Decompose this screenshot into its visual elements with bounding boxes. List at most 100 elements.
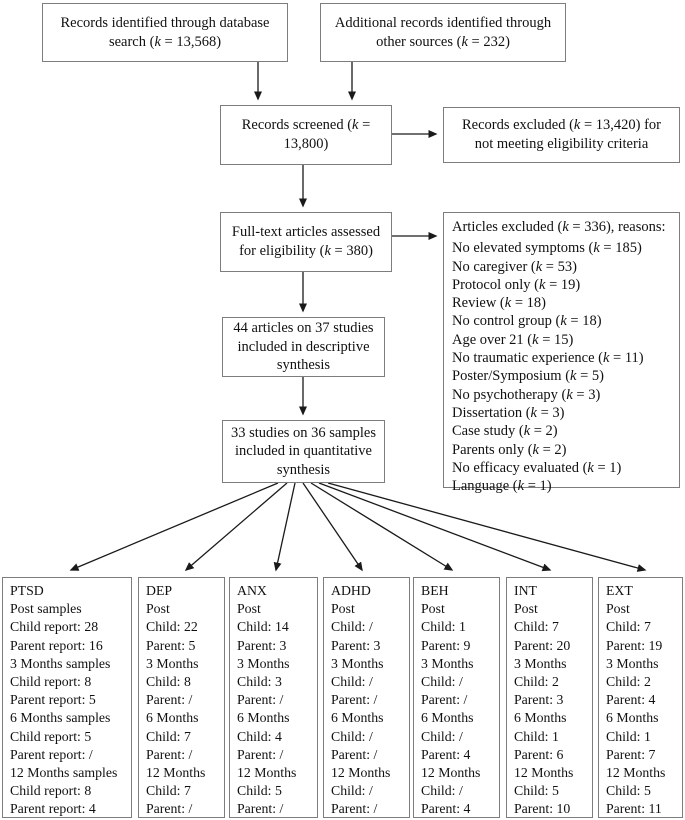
outcome-line: Child: 1: [514, 728, 559, 744]
outcome-line: Parent report: 16: [10, 637, 103, 653]
outcome-line: Parent: 3: [331, 637, 381, 653]
excluded-reason: Dissertation (k = 3): [452, 404, 565, 421]
outcome-line: Child: 5: [514, 783, 559, 799]
arrow-to-int: [318, 482, 552, 572]
outcome-line: 3 Months: [331, 655, 384, 671]
outcome-line: 12 Months: [331, 765, 391, 781]
outcome-line: Parent: 4: [421, 746, 471, 762]
outcome-line: 3 Months samples: [10, 655, 111, 671]
outcome-line: Child: 1: [421, 619, 466, 635]
outcome-line: Child: 7: [514, 619, 559, 635]
articles-excluded-reason-list: No elevated symptoms (k = 185)No caregiv…: [452, 239, 671, 495]
outcome-line: Child: 4: [237, 728, 282, 744]
outcome-line: 6 Months: [421, 710, 474, 726]
outcome-title: DEP: [146, 583, 173, 598]
outcome-line: 3 Months: [237, 655, 290, 671]
arrow-to-ptsd: [69, 482, 279, 571]
outcome-line: 12 Months: [514, 765, 574, 781]
excluded-reason: Review (k = 18): [452, 295, 546, 312]
outcome-line: Parent: 6: [514, 746, 564, 762]
box-fulltext-assessed: Full-text articles assessed for eligibil…: [220, 212, 392, 272]
outcome-line: Child: 8: [146, 674, 191, 690]
outcome-line: Child: /: [421, 728, 463, 744]
outcome-line: Child: 5: [606, 783, 651, 799]
outcome-line: 3 Months: [421, 655, 474, 671]
outcome-line: Parent: /: [237, 692, 284, 708]
excluded-reason: Parents only (k = 2): [452, 441, 567, 458]
outcome-line: Parent: 11: [606, 801, 662, 817]
outcome-line: Parent: 9: [421, 637, 471, 653]
outcome-line: Parent: /: [331, 692, 378, 708]
outcome-line: Child: 14: [237, 619, 289, 635]
outcome-line: Parent: 3: [237, 637, 287, 653]
outcome-line: 6 Months: [514, 710, 567, 726]
outcome-line: Post: [606, 601, 630, 617]
arrow-to-adhd: [302, 482, 363, 572]
outcome-line: Parent: /: [146, 801, 193, 817]
box-articles-excluded: Articles excluded (k = 336), reasons: No…: [443, 212, 680, 494]
outcome-line: 3 Months: [514, 655, 567, 671]
excluded-reason: Language (k = 1): [452, 478, 552, 495]
arrow-to-anx: [273, 482, 296, 572]
outcome-line: Post samples: [10, 601, 82, 617]
outcome-line: Parent: /: [146, 746, 193, 762]
outcome-line: Parent report: /: [10, 746, 93, 762]
excluded-reason: No caregiver (k = 53): [452, 258, 577, 275]
outcome-line: 3 Months: [146, 655, 199, 671]
box-additional-records: Additional records identified through ot…: [320, 3, 566, 62]
outcome-line: Parent: 7: [606, 746, 656, 762]
outcome-line: Parent report: 5: [10, 692, 96, 708]
outcome-line: 6 Months samples: [10, 710, 111, 726]
outcome-line: 6 Months: [331, 710, 384, 726]
outcome-title: ANX: [237, 583, 267, 598]
outcome-line: Parent: 5: [146, 637, 196, 653]
excluded-reason: No psychotherapy (k = 3): [452, 386, 601, 403]
outcome-line: Child: 7: [146, 783, 191, 799]
outcome-line: 12 Months: [421, 765, 481, 781]
outcome-line: Child: 7: [606, 619, 651, 635]
outcome-title: BEH: [421, 583, 449, 598]
outcome-line: Parent report: 4: [10, 801, 96, 817]
excluded-reason: No elevated symptoms (k = 185): [452, 240, 642, 257]
arrow-to-beh: [310, 482, 454, 571]
outcome-line: 6 Months: [146, 710, 199, 726]
outcome-line: Child: 22: [146, 619, 198, 635]
box-records-screened-text: Records screened (k = 13,800): [241, 117, 371, 152]
box-records-excluded-text: Records excluded (k = 13,420) for not me…: [461, 117, 662, 152]
outcome-line: Parent: /: [331, 801, 378, 817]
outcome-line: Parent: /: [237, 746, 284, 762]
outcome-line: 12 Months: [606, 765, 666, 781]
outcome-line: Child: 1: [606, 728, 651, 744]
outcome-line: Child: 2: [514, 674, 559, 690]
excluded-reason: Case study (k = 2): [452, 423, 558, 440]
arrow-to-dep: [184, 482, 288, 571]
outcome-line: Parent: 20: [514, 637, 571, 653]
outcome-line: Child: /: [331, 619, 373, 635]
outcome-line: Parent: /: [146, 692, 193, 708]
box-fulltext-assessed-text: Full-text articles assessed for eligibil…: [231, 224, 381, 259]
outcome-line: Child: /: [421, 783, 463, 799]
outcome-line: Post: [514, 601, 538, 617]
outcome-title: ADHD: [331, 583, 371, 598]
outcome-line: Child: 3: [237, 674, 282, 690]
outcome-line: Post: [331, 601, 355, 617]
outcome-line: Child: 2: [606, 674, 651, 690]
outcome-line: Post: [146, 601, 170, 617]
articles-excluded-title: Articles excluded (k = 336), reasons:: [452, 219, 666, 235]
outcome-line: Child report: 8: [10, 674, 92, 690]
outcome-title: PTSD: [10, 583, 44, 598]
box-descriptive-synthesis-text: 44 articles on 37 studies included in de…: [233, 320, 374, 374]
excluded-reason: No efficacy evaluated (k = 1): [452, 459, 622, 476]
